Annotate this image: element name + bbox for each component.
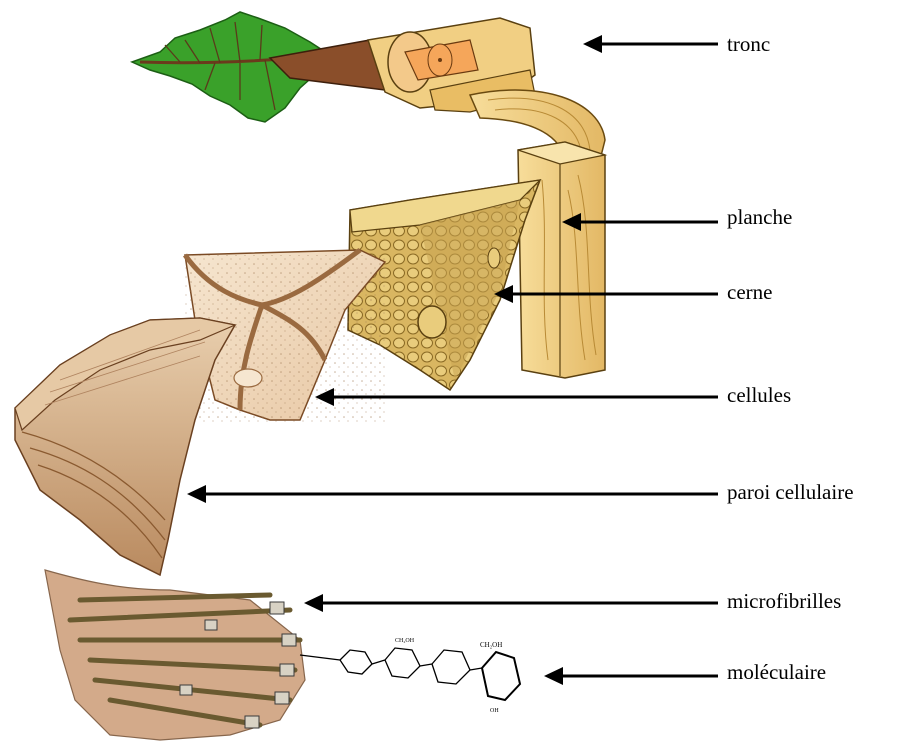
svg-text:CH₂OH: CH₂OH: [480, 641, 502, 649]
label-paroi-cellulaire: paroi cellulaire: [727, 482, 854, 503]
arrow-moleculaire: [544, 667, 718, 685]
plank-illustration: [518, 142, 605, 378]
label-cellules: cellules: [727, 385, 791, 406]
svg-text:CH₂OH: CH₂OH: [395, 638, 415, 644]
label-moleculaire: moléculaire: [727, 662, 826, 683]
arrow-microfibrilles: [304, 594, 718, 612]
molecular-chain-illustration: CH₂OH CH₂OH OH: [300, 638, 520, 714]
arrow-paroi-cellulaire: [187, 485, 718, 503]
label-tronc: tronc: [727, 34, 770, 55]
svg-text:OH: OH: [490, 708, 499, 714]
microfibrils-illustration: [45, 570, 305, 740]
label-microfibrilles: microfibrilles: [727, 591, 841, 612]
cell-wall-illustration: [15, 318, 235, 575]
label-cerne: cerne: [727, 282, 772, 303]
arrow-tronc: [583, 35, 718, 53]
label-planche: planche: [727, 207, 792, 228]
